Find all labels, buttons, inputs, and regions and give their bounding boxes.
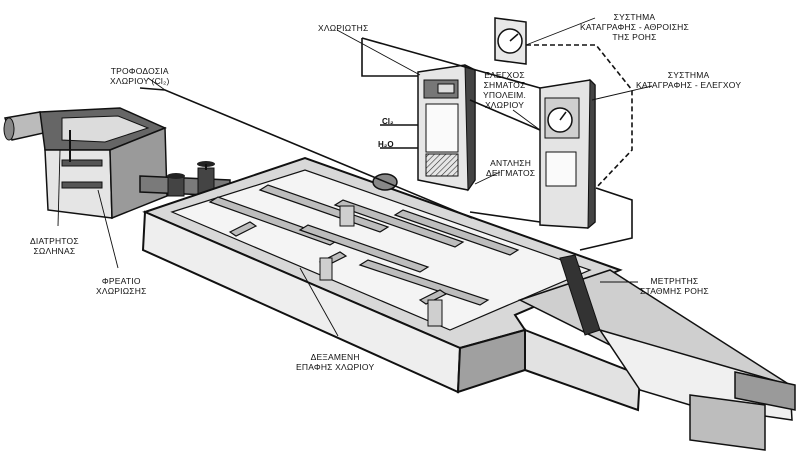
contact-tank: [141, 156, 642, 412]
label-flow-recorder-line-2: ΚΑΤΑΓΡΑΦΗΣ - ΑΘΡΟΙΣΗΣ: [580, 22, 689, 32]
label-h2o: H₂O: [378, 140, 394, 149]
label-control-recorder-line-1: ΣΥΣΤΗΜΑ: [667, 70, 710, 80]
label-sample-pump: ΑΝΤΛΗΣΗ ΔΕΙΓΜΑΤΟΣ: [486, 158, 535, 178]
label-perforated-pipe-line-2: ΣΩΛΗΝΑΣ: [33, 246, 76, 256]
label-residual-signal-line-1: ΕΛΕΓΧΟΣ: [484, 70, 525, 80]
leader-lines: [57, 17, 653, 337]
label-flow-recorder-line-3: ΤΗΣ ΡΟΗΣ: [612, 32, 657, 42]
label-residual-signal-line-3: ΥΠΟΛΕΙΜ.: [483, 90, 527, 100]
label-contact-tank: ΔΕΞΑΜΕΝΗ ΕΠΑΦΗΣ ΧΛΩΡΙΟΥ: [296, 352, 374, 372]
chlorination-well: [39, 107, 168, 220]
flow-measuring-flume: [518, 254, 796, 451]
label-residual-signal-line-4: ΧΛΩΡΙΟΥ: [484, 100, 525, 110]
label-flow-meter: ΜΕΤΡΗΤΗΣ ΣΤΑΘΜΗΣ ΡΟΗΣ: [640, 276, 709, 296]
label-chlorination-well-line-2: ΧΛΩΡΙΩΣΗΣ: [96, 286, 147, 296]
flow-recorder-panel: [494, 17, 527, 65]
label-residual-signal: ΕΛΕΓΧΟΣ ΣΗΜΑΤΟΣ ΥΠΟΛΕΙΜ. ΧΛΩΡΙΟΥ: [483, 70, 526, 110]
label-chlorination-well: ΦΡΕΑΤΙΟ ΧΛΩΡΙΩΣΗΣ: [96, 276, 147, 296]
label-flow-recorder-line-1: ΣΥΣΤΗΜΑ: [613, 12, 656, 22]
label-contact-tank-line-2: ΕΠΑΦΗΣ ΧΛΩΡΙΟΥ: [296, 362, 375, 372]
control-recorder-cabinet: [539, 78, 596, 230]
label-perforated-pipe: ΔΙΑΤΡΗΤΟΣ ΣΩΛΗΝΑΣ: [30, 236, 79, 256]
label-control-recorder: ΣΥΣΤΗΜΑ ΚΑΤΑΓΡΑΦΗΣ - ΕΛΕΓΧΟΥ: [636, 70, 741, 90]
label-flow-meter-line-1: ΜΕΤΡΗΤΗΣ: [650, 276, 699, 286]
signal-lines: [139, 37, 633, 251]
label-chlorinator: ΧΛΩΡΙΩΤΗΣ: [318, 23, 368, 33]
label-perforated-pipe-line-1: ΔΙΑΤΡΗΤΟΣ: [30, 236, 79, 246]
label-residual-signal-line-2: ΣΗΜΑΤΟΣ: [483, 80, 526, 90]
label-chlorination-well-line-1: ΦΡΕΑΤΙΟ: [101, 276, 141, 286]
chlorinator-cabinet: [417, 64, 476, 192]
label-sample-pump-line-1: ΑΝΤΛΗΣΗ: [490, 158, 532, 168]
label-chlorine-feed: ΤΡΟΦΟΔΟΣΙΑ ΧΛΩΡΙΟΥ (Cl₂): [110, 66, 170, 86]
label-control-recorder-line-2: ΚΑΤΑΓΡΑΦΗΣ - ΕΛΕΓΧΟΥ: [636, 80, 742, 90]
label-flow-recorder: ΣΥΣΤΗΜΑ ΚΑΤΑΓΡΑΦΗΣ - ΑΘΡΟΙΣΗΣ ΤΗΣ ΡΟΗΣ: [580, 12, 689, 42]
label-flow-meter-line-2: ΣΤΑΘΜΗΣ ΡΟΗΣ: [640, 286, 709, 296]
label-chlorine-feed-line-1: ΤΡΟΦΟΔΟΣΙΑ: [110, 66, 169, 76]
label-contact-tank-line-1: ΔΕΞΑΜΕΝΗ: [310, 352, 360, 362]
label-chlorinator-line-1: ΧΛΩΡΙΩΤΗΣ: [318, 23, 369, 33]
label-cl2: Cl₂: [382, 117, 394, 126]
label-chlorine-feed-line-2: ΧΛΩΡΙΟΥ (Cl₂): [110, 76, 170, 86]
label-sample-pump-line-2: ΔΕΙΓΜΑΤΟΣ: [486, 168, 536, 178]
